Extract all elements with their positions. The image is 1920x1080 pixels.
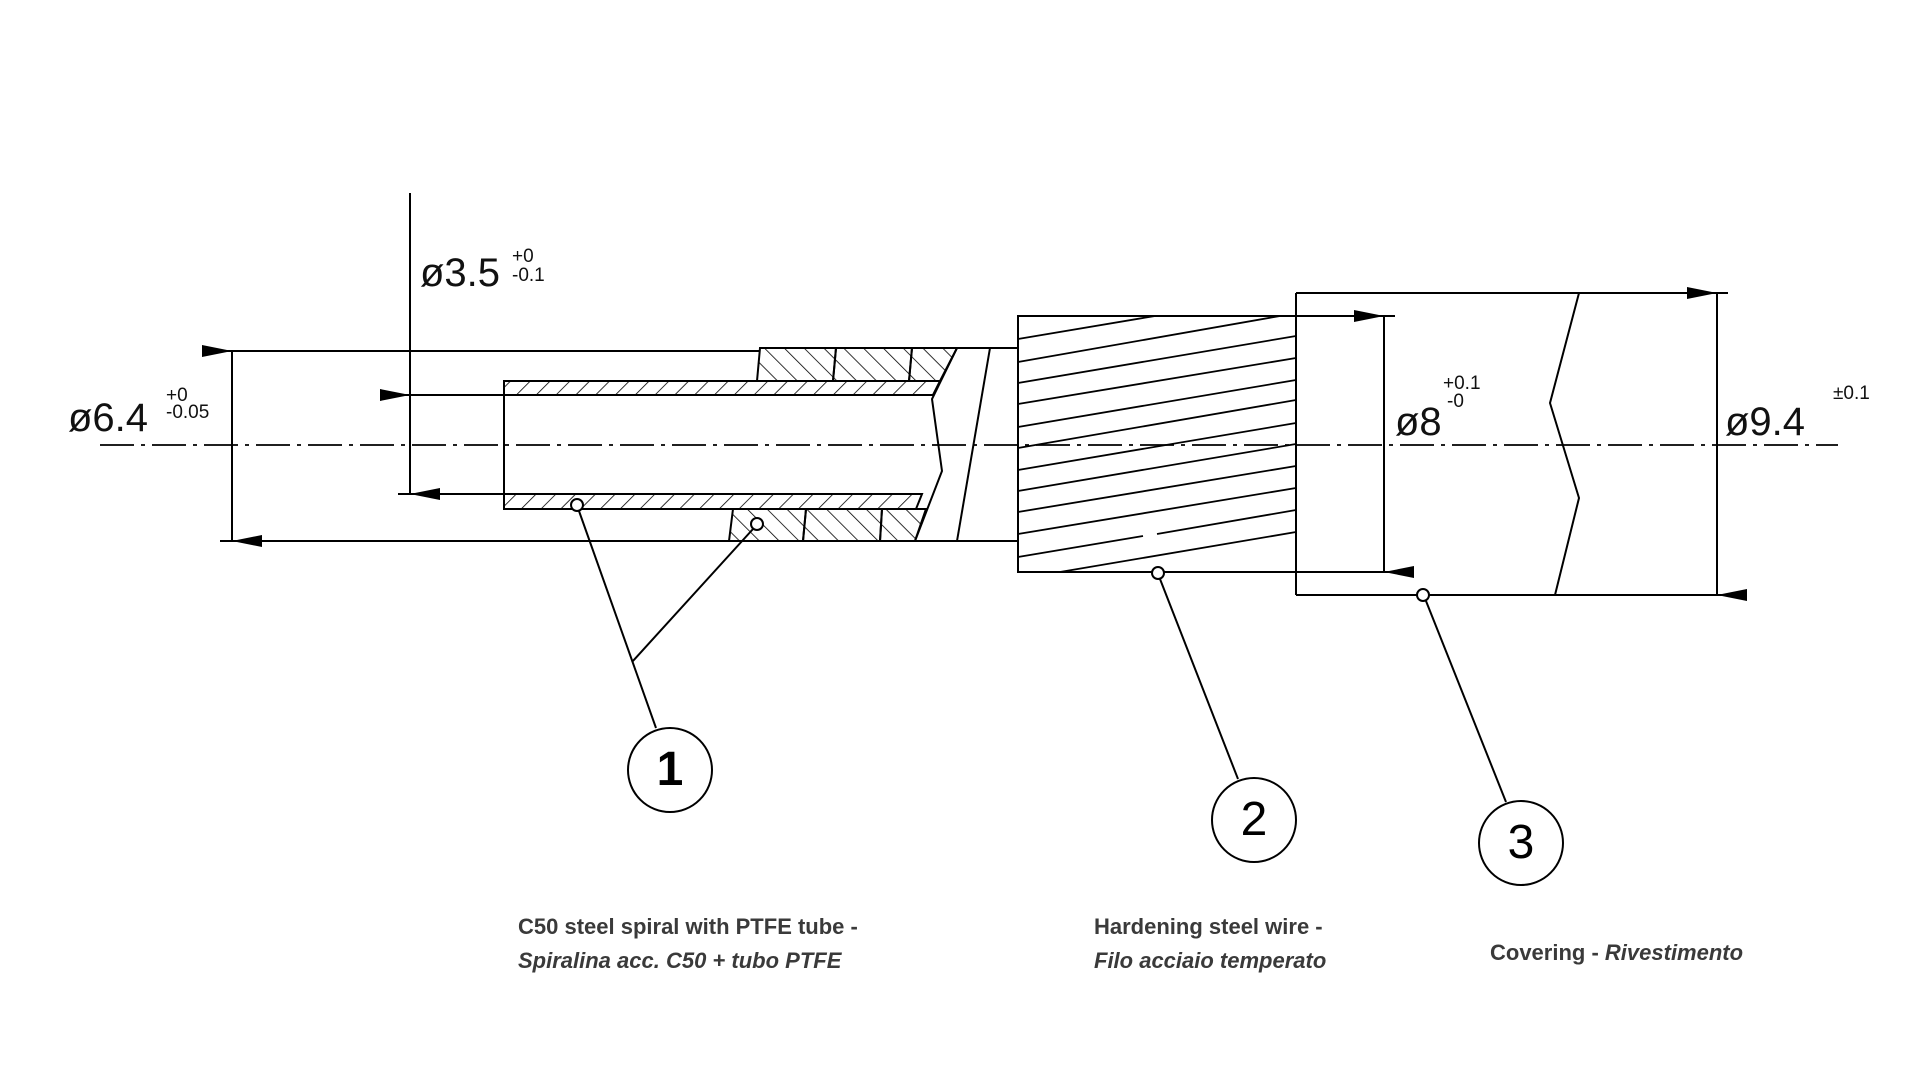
dim-3-5-label: ø3.5 +0 -0.1 [420, 247, 545, 295]
leader-3 [1425, 600, 1507, 803]
label-part-1-it: Spiralina acc. C50 + tubo PTFE [518, 948, 842, 973]
tol-upper: +0.1 [1443, 373, 1481, 394]
tol-lower: -0.05 [166, 402, 210, 423]
leader-1b [631, 528, 754, 663]
break-line-2 [956, 347, 991, 542]
leader-1a [578, 510, 657, 729]
label-part-3-it: Rivestimento [1604, 940, 1744, 965]
dim-8-label: ø8 +0.1 -0 [1395, 374, 1481, 444]
balloon-2-circle [1211, 777, 1297, 863]
label-part-2-en: Hardening steel wire - [1094, 914, 1323, 939]
label-part-3-en: Covering - [1490, 940, 1605, 965]
balloon-3-circle [1478, 800, 1564, 886]
tol-lower: -0 [1447, 391, 1464, 412]
dim-value: ø3.5 [420, 251, 501, 295]
dim-value: ø6.4 [68, 396, 149, 440]
balloon-1: 1 [656, 743, 684, 796]
label-part-1: C50 steel spiral with PTFE tube - Spiral… [518, 910, 858, 978]
steel-wire-hatch [1017, 315, 1297, 573]
balloon-2: 2 [1240, 793, 1268, 846]
tube-bottom-wall [503, 493, 924, 510]
break-line-3 [1548, 292, 1581, 596]
balloon-3: 3 [1507, 816, 1535, 869]
label-part-2: Hardening steel wire - Filo acciaio temp… [1094, 910, 1326, 978]
dim-value: ø9.4 [1725, 400, 1806, 444]
leader-2 [1159, 578, 1239, 780]
tol-upper: +0 [166, 385, 188, 406]
label-part-1-en: C50 steel spiral with PTFE tube - [518, 914, 858, 939]
dim-9-4-label: ø9.4 ±0.1 [1725, 384, 1870, 444]
dim-value: ø8 [1395, 400, 1442, 444]
dim-6-4-label: ø6.4 +0 -0.05 [68, 386, 209, 440]
balloon-1-circle [627, 727, 713, 813]
tol-upper: ±0.1 [1833, 383, 1870, 404]
tol-lower: -0.1 [512, 265, 545, 286]
tol-upper: +0 [512, 246, 534, 267]
break-line-1 [914, 347, 958, 542]
label-part-3: Covering - Rivestimento [1490, 936, 1743, 970]
label-part-2-it: Filo acciaio temperato [1094, 948, 1327, 973]
tube-top-wall [503, 380, 942, 396]
